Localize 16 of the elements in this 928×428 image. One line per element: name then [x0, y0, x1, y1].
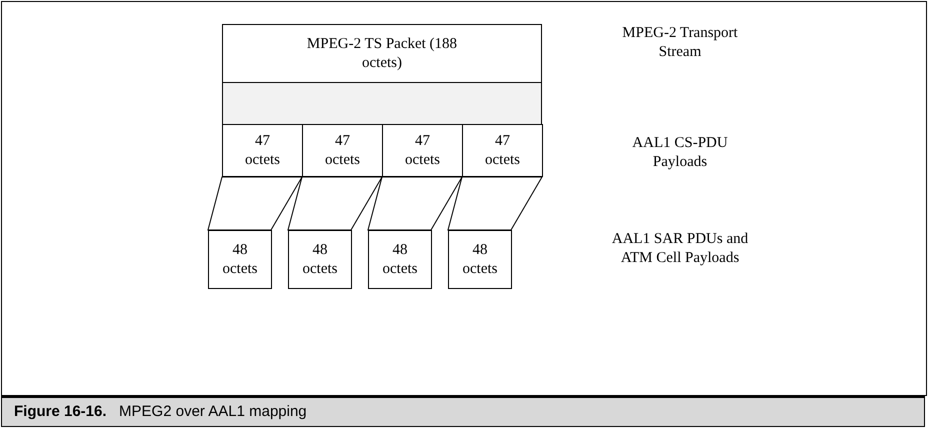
figure-caption: Figure 16-16. MPEG2 over AAL1 mapping	[14, 403, 307, 420]
packet-box: 48 octets	[448, 230, 512, 289]
layer-label: AAL1 SAR PDUs and ATM Cell Payloads	[610, 230, 750, 268]
mapping-line	[367, 176, 463, 230]
packet-box: 47 octets	[462, 124, 543, 177]
mapping-line	[207, 176, 303, 230]
packet-box: 48 octets	[368, 230, 432, 289]
header-band	[222, 82, 542, 125]
packet-box: MPEG-2 TS Packet (188 octets)	[222, 24, 542, 83]
layer-label: MPEG-2 Transport Stream	[621, 24, 739, 62]
mapping-line	[287, 176, 383, 230]
packet-box: 47 octets	[222, 124, 303, 177]
packet-box: 48 octets	[208, 230, 272, 289]
layer-label: AAL1 CS-PDU Payloads	[631, 134, 729, 172]
packet-box: 48 octets	[288, 230, 352, 289]
mapping-line	[447, 176, 543, 230]
